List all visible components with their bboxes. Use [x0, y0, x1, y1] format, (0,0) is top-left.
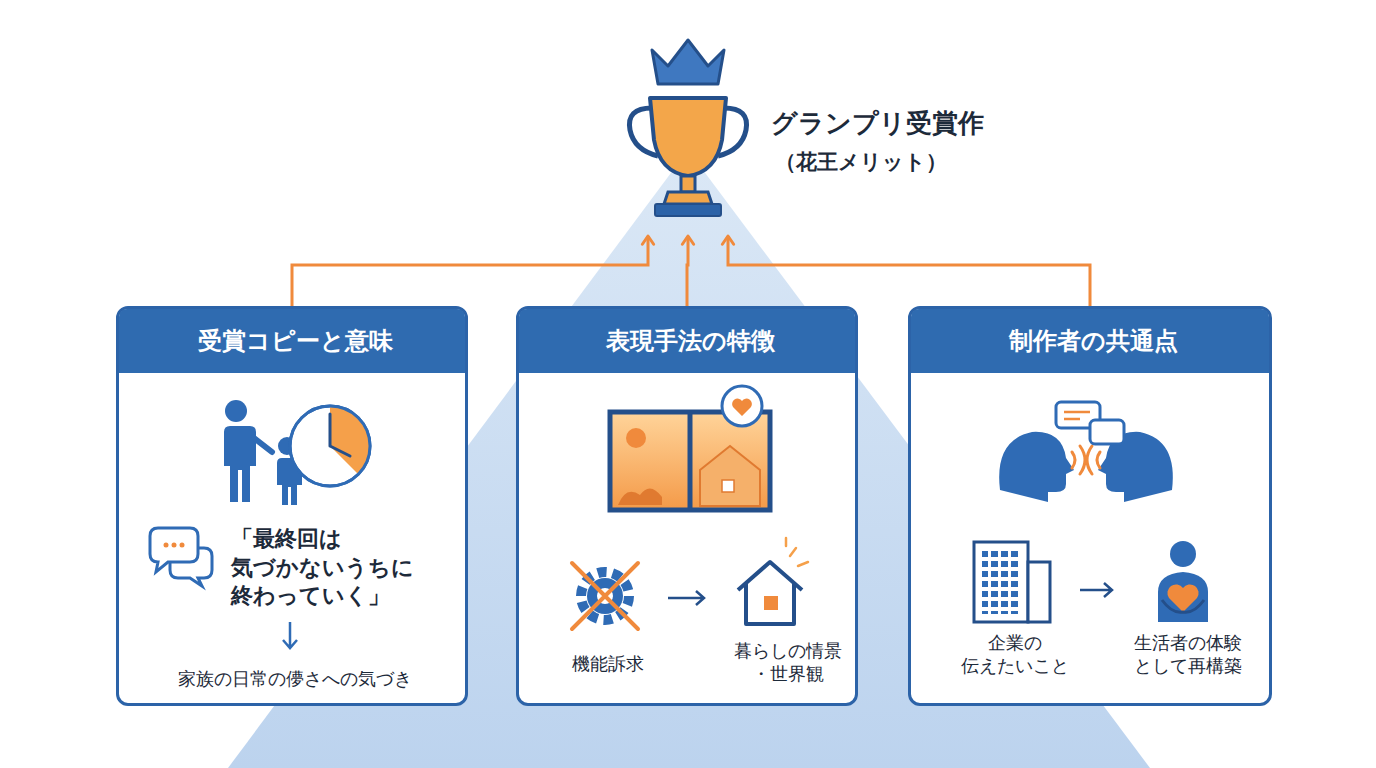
right-arrow: [1080, 583, 1112, 597]
trophy-icon: [629, 40, 746, 216]
box-heading: 表現手法の特徴: [606, 309, 775, 373]
building-icon: [974, 542, 1050, 622]
connector-arrow: [292, 236, 654, 306]
person-heart-icon: [1158, 541, 1208, 622]
speech-bubbles: [150, 528, 212, 586]
family-clock-icon: [222, 400, 370, 505]
box-label: 家族の日常の儚さへの気づき: [178, 667, 412, 690]
award-node: グランプリ受賞作 （花王メリット）: [625, 36, 1025, 234]
window-scene-icon: [610, 386, 770, 510]
box-label: 暮らしの情景 ・世界観: [734, 639, 842, 686]
box-heading: 受賞コピーと意味: [198, 309, 393, 373]
copy-quote: 「最終回は 気づかないうちに 終わっていく」: [231, 525, 414, 611]
box-label: 機能訴求: [572, 652, 644, 675]
right-arrow: [668, 591, 704, 605]
box-heading: 制作者の共通点: [1009, 309, 1178, 373]
gear-crossed-icon: [572, 563, 638, 629]
dialogue-icon: [999, 402, 1173, 502]
connector-arrow: [722, 236, 1090, 306]
award-title: グランプリ受賞作: [771, 106, 984, 141]
connector-arrow: [682, 236, 693, 306]
category-box: 表現手法の特徴機能訴求 暮らしの情景 ・世界観: [516, 306, 858, 706]
category-box: 制作者の共通点企業の 伝えたいこと 生活者の体験 として再構築: [908, 306, 1272, 706]
award-subtitle: （花王メリット）: [775, 148, 947, 176]
box-label: 企業の 伝えたいこと: [961, 631, 1069, 678]
box-label: 生活者の体験 として再構築: [1134, 631, 1242, 678]
down-arrow: [283, 622, 297, 648]
house-icon: [738, 538, 808, 624]
category-box: 受賞コピーと意味「最終回は 気づかないうちに 終わっていく」家族の日常の儚さへの…: [116, 306, 468, 706]
